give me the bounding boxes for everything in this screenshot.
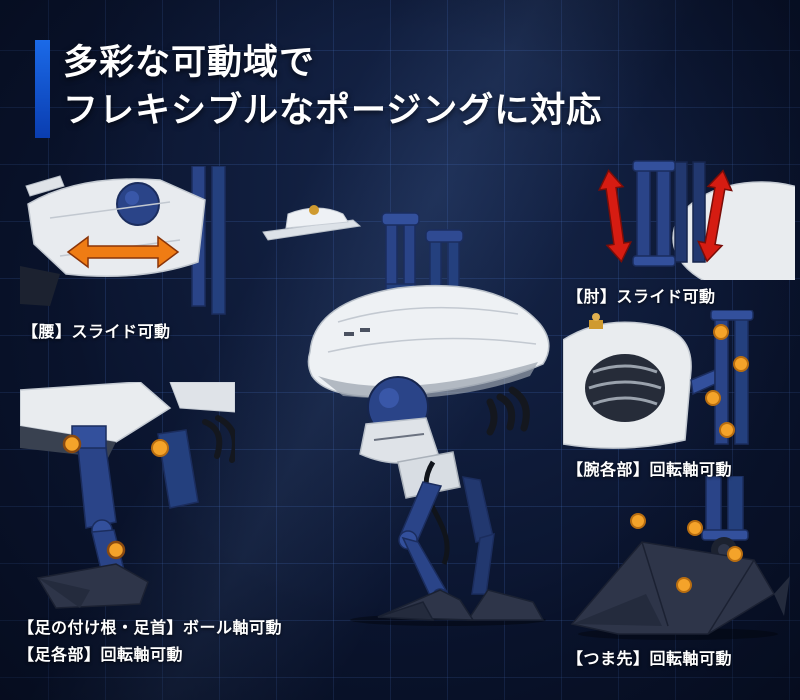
slide-arrow-icon (597, 169, 733, 263)
leg-illustration (20, 382, 235, 609)
leg-closeup-photo (20, 382, 235, 614)
pivot-dot-icon (705, 324, 749, 438)
page-title: 多彩な可動域でフレキシブルなポージングに対応 (63, 40, 602, 138)
title-line-2: フレキシブルなポージングに対応 (63, 90, 603, 131)
elbow-illustration (597, 160, 795, 280)
canopy-shell (307, 284, 550, 399)
callout-arm-parts-label: 【腕各部】回転軸可動 (567, 460, 733, 479)
elbow-closeup-photo (563, 156, 795, 280)
hovercraft-accessory (262, 205, 362, 241)
head-unit (359, 376, 439, 464)
callout-leg-parts-label: 【足各部】回転軸可動 (18, 645, 184, 664)
arm-illustration (563, 310, 754, 449)
title-block: 多彩な可動域でフレキシブルなポージングに対応 (35, 40, 602, 138)
title-accent-bar (35, 40, 50, 138)
pivot-dot-icon (630, 513, 743, 593)
callout-leg-root-label: 【足の付け根・足首】ボール軸可動 (18, 618, 283, 637)
pilot-figure (589, 313, 603, 329)
callout-waist-label: 【腰】スライド可動 (22, 322, 171, 341)
arm-closeup-photo (563, 310, 795, 454)
tripod-feet (350, 589, 546, 626)
pivot-dot-icon (62, 434, 169, 560)
robot-photo (248, 162, 572, 627)
callout-elbow-label: 【肘】スライド可動 (567, 287, 716, 306)
legs (398, 476, 495, 604)
toe-closeup-photo (558, 476, 795, 644)
claw-hand (486, 386, 530, 436)
callout-toe-label: 【つま先】回転軸可動 (567, 649, 733, 668)
slide-arrow-icon (66, 235, 180, 269)
title-line-1: 多彩な可動域で (63, 43, 316, 83)
toe-illustration (570, 476, 790, 640)
waist-illustration (20, 166, 226, 315)
power-cable (423, 460, 450, 565)
robot-illustration (262, 205, 550, 626)
waist-closeup-photo (20, 166, 235, 316)
